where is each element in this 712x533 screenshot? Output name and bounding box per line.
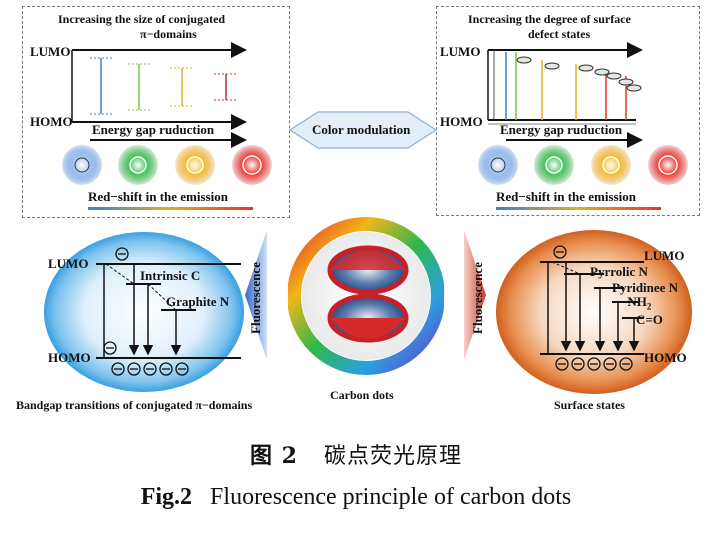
carbon-dot-ring	[288, 217, 444, 375]
surface-nh2-sub: 2	[646, 301, 652, 312]
defect-panel-lumo: LUMO	[440, 44, 481, 59]
size-panel-gap-label: Energy gap ruduction	[92, 122, 215, 137]
bandgap-intrinsic-c: Intrinsic C	[140, 268, 201, 283]
figure-caption-en-text: Fluorescence principle of carbon dots	[210, 484, 572, 510]
size-panel-shift-bar	[88, 207, 253, 210]
surface-lumo: LUMO	[644, 248, 685, 263]
bandgap-graphite-n: Graphite N	[166, 294, 230, 309]
fluorescence-left-arrow	[245, 230, 267, 360]
defect-panel-homo: HOMO	[440, 114, 483, 129]
defect-panel-gap-label: Energy gap ruduction	[500, 122, 623, 137]
surface-nh2: −NH2	[620, 294, 651, 312]
bandgap-sphere	[44, 232, 244, 392]
figure-caption-en-label: Fig.2	[140, 484, 193, 510]
figure-caption-cn-label: 图 2	[250, 443, 298, 469]
defect-panel-title-2: defect states	[528, 27, 591, 41]
surface-homo: HOMO	[644, 350, 687, 365]
color-modulation-diamond	[288, 111, 438, 149]
size-panel-title-2: π−domains	[140, 27, 197, 41]
size-panel-shift-label: Red−shift in the emission	[88, 189, 228, 204]
size-panel-lumo: LUMO	[30, 44, 71, 59]
defect-panel-shift-label: Red−shift in the emission	[496, 189, 636, 204]
defect-panel-title-1: Increasing the degree of surface	[468, 12, 631, 26]
figure-caption-cn: 图 2 碳点荧光原理	[0, 438, 712, 470]
surface-states-caption: Surface states	[554, 398, 625, 412]
bandgap-homo: HOMO	[48, 350, 91, 365]
defect-panel-levels	[487, 42, 643, 148]
surface-pyrrolic-n: Pyrrolic N	[590, 264, 648, 279]
size-panel-levels	[71, 42, 247, 148]
surface-pyridinee-n: Pyridinee N	[612, 280, 679, 295]
carbon-dots-label: Carbon dots	[330, 388, 394, 402]
surface-co: C=O	[636, 312, 663, 327]
figure-caption-cn-text: 碳点荧光原理	[323, 444, 462, 469]
size-panel-dots	[62, 145, 272, 185]
fluorescence-right-arrow	[464, 230, 486, 360]
size-panel-homo: HOMO	[30, 114, 73, 129]
defect-panel-shift-bar	[496, 207, 661, 210]
defect-panel-dots	[478, 145, 688, 185]
bandgap-caption: Bandgap transitions of conjugated π−doma…	[16, 398, 253, 412]
bandgap-lumo: LUMO	[48, 256, 89, 271]
fluorescence-left-label: Fluorescence	[248, 262, 263, 334]
color-modulation-label: Color modulation	[312, 122, 411, 137]
figure-caption-en: Fig.2 Fluorescence principle of carbon d…	[0, 484, 712, 511]
size-panel-title-1: Increasing the size of conjugated	[58, 12, 226, 26]
surface-nh2-text: −NH	[620, 294, 647, 309]
surface-states-sphere	[496, 230, 692, 394]
fluorescence-right-label: Fluorescence	[470, 262, 485, 334]
